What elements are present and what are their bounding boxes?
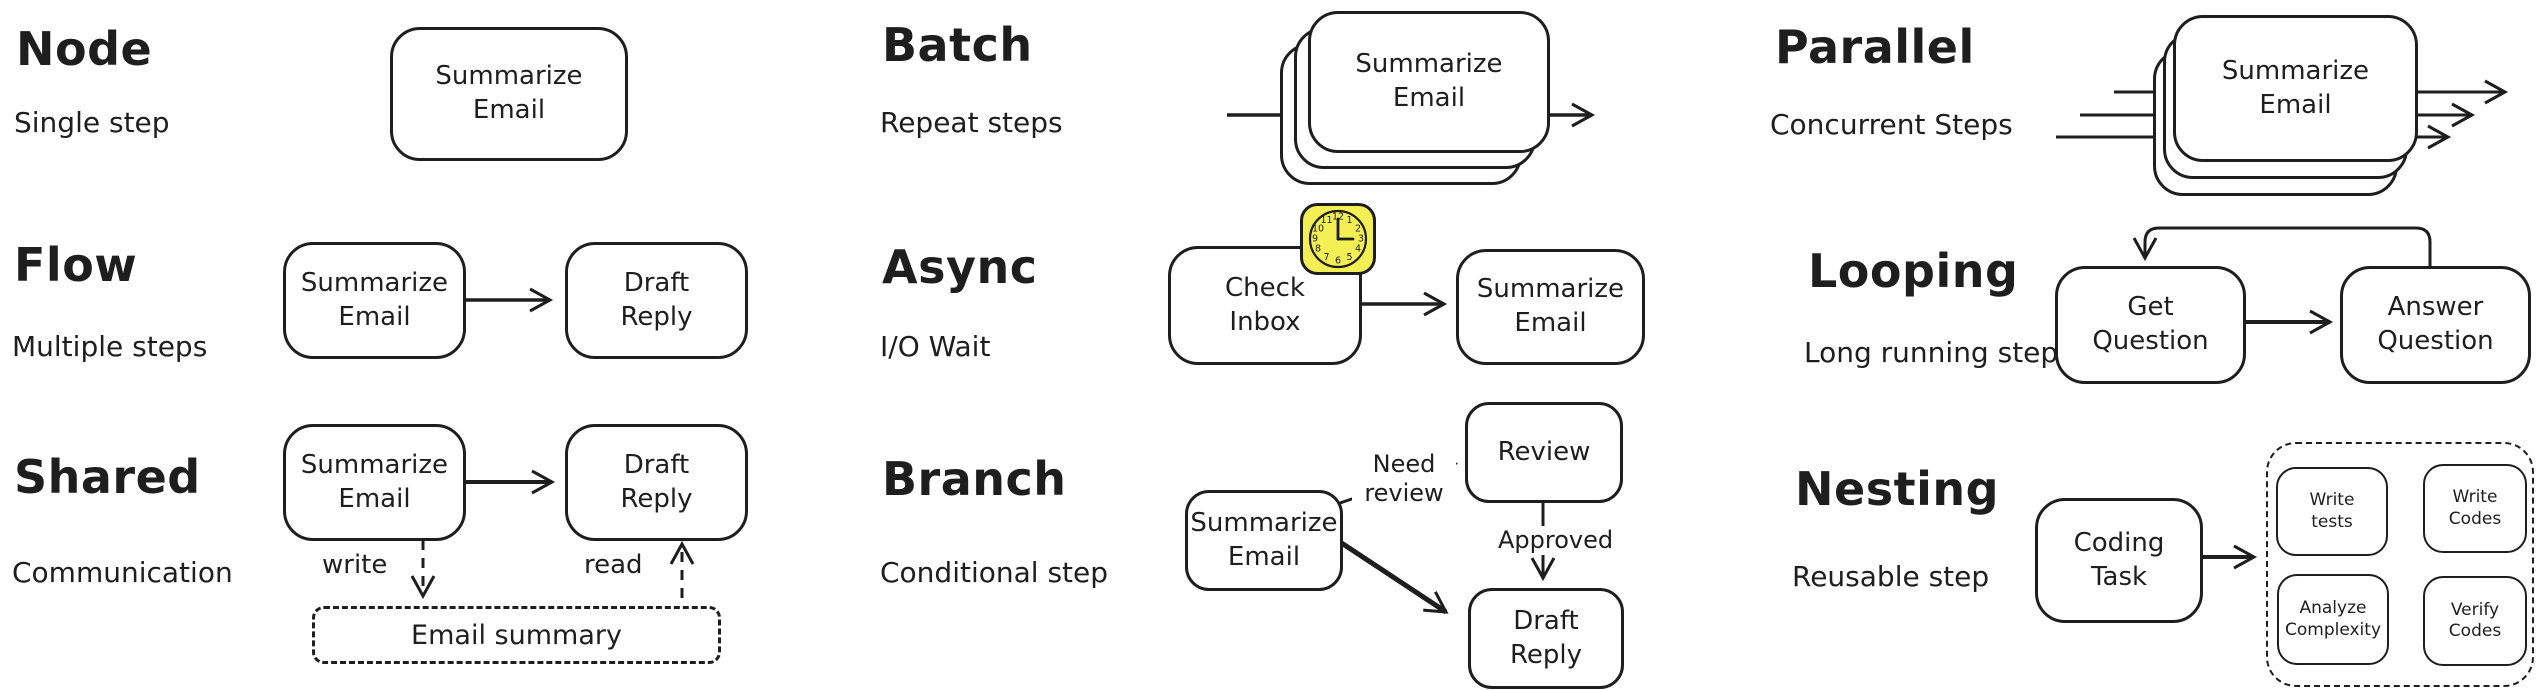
- shared-email-summary-store: Email summary: [312, 606, 721, 664]
- section-subtitle-branch: Conditional step: [880, 556, 1109, 589]
- clock-number: 12: [1332, 212, 1344, 223]
- section-title-shared: Shared: [14, 450, 201, 504]
- async-summarize-email-box: Summarize Email: [1456, 249, 1645, 365]
- section-title-looping: Looping: [1808, 244, 2019, 298]
- section-subtitle-nesting: Reusable step: [1792, 560, 1990, 593]
- section-title-flow: Flow: [14, 238, 138, 292]
- section-subtitle-node: Single step: [14, 106, 170, 139]
- clock-number: 1: [1346, 215, 1352, 226]
- shared-summarize-email-box: Summarize Email: [283, 424, 466, 541]
- branch-summarize-email-box: Summarize Email: [1185, 490, 1343, 591]
- section-subtitle-shared: Communication: [12, 556, 233, 589]
- section-subtitle-batch: Repeat steps: [880, 106, 1063, 139]
- parallel-summarize-email-box: Summarize Email: [2173, 15, 2418, 162]
- shared-draft-reply-box: Draft Reply: [565, 424, 748, 541]
- section-title-parallel: Parallel: [1775, 20, 1975, 74]
- clock-icon: 12 1 2 3 4 5 6 7 8 9 10 11: [1300, 203, 1376, 275]
- section-subtitle-looping: Long running step: [1804, 336, 2059, 369]
- nesting-write-codes-box: Write Codes: [2423, 464, 2527, 553]
- section-title-batch: Batch: [882, 18, 1033, 72]
- looping-get-question-box: Get Question: [2055, 266, 2246, 384]
- clock-number: 7: [1323, 252, 1329, 263]
- clock-number: 9: [1312, 234, 1318, 245]
- branch-direct-arrow: [1338, 539, 1449, 615]
- clock-number: 6: [1335, 256, 1341, 267]
- looping-back-arrow: [2132, 226, 2432, 266]
- looping-answer-question-box: Answer Question: [2340, 266, 2531, 384]
- branch-approved-label: Approved: [1494, 526, 1618, 555]
- branch-draft-reply-box: Draft Reply: [1468, 588, 1624, 689]
- section-title-node: Node: [16, 22, 153, 76]
- flow-summarize-email-box: Summarize Email: [283, 242, 466, 359]
- batch-summarize-email-box: Summarize Email: [1308, 11, 1550, 153]
- clock-number: 11: [1320, 215, 1332, 226]
- shared-read-label: read: [580, 550, 647, 582]
- nesting-write-tests-box: Write tests: [2276, 467, 2388, 556]
- nesting-coding-task-box: Coding Task: [2035, 498, 2203, 623]
- section-subtitle-parallel: Concurrent Steps: [1770, 108, 2013, 141]
- section-subtitle-flow: Multiple steps: [12, 330, 208, 363]
- clock-number: 2: [1355, 224, 1361, 235]
- branch-need-review-label: Need review: [1352, 450, 1456, 508]
- clock-number: 8: [1315, 244, 1321, 255]
- branch-review-box: Review: [1465, 402, 1623, 503]
- flow-draft-reply-box: Draft Reply: [565, 242, 748, 359]
- nesting-verify-codes-box: Verify Codes: [2423, 576, 2527, 666]
- section-title-async: Async: [882, 240, 1038, 294]
- shared-write-label: write: [318, 550, 392, 582]
- node-summarize-email-box: Summarize Email: [390, 27, 628, 161]
- clock-number: 3: [1358, 234, 1364, 245]
- section-subtitle-async: I/O Wait: [880, 330, 991, 363]
- clock-number: 4: [1355, 244, 1361, 255]
- nesting-analyze-complexity-box: Analyze Complexity: [2277, 574, 2389, 665]
- section-title-branch: Branch: [882, 452, 1067, 506]
- section-title-nesting: Nesting: [1795, 462, 2000, 516]
- clock-number: 10: [1312, 224, 1324, 235]
- clock-number: 5: [1346, 252, 1352, 263]
